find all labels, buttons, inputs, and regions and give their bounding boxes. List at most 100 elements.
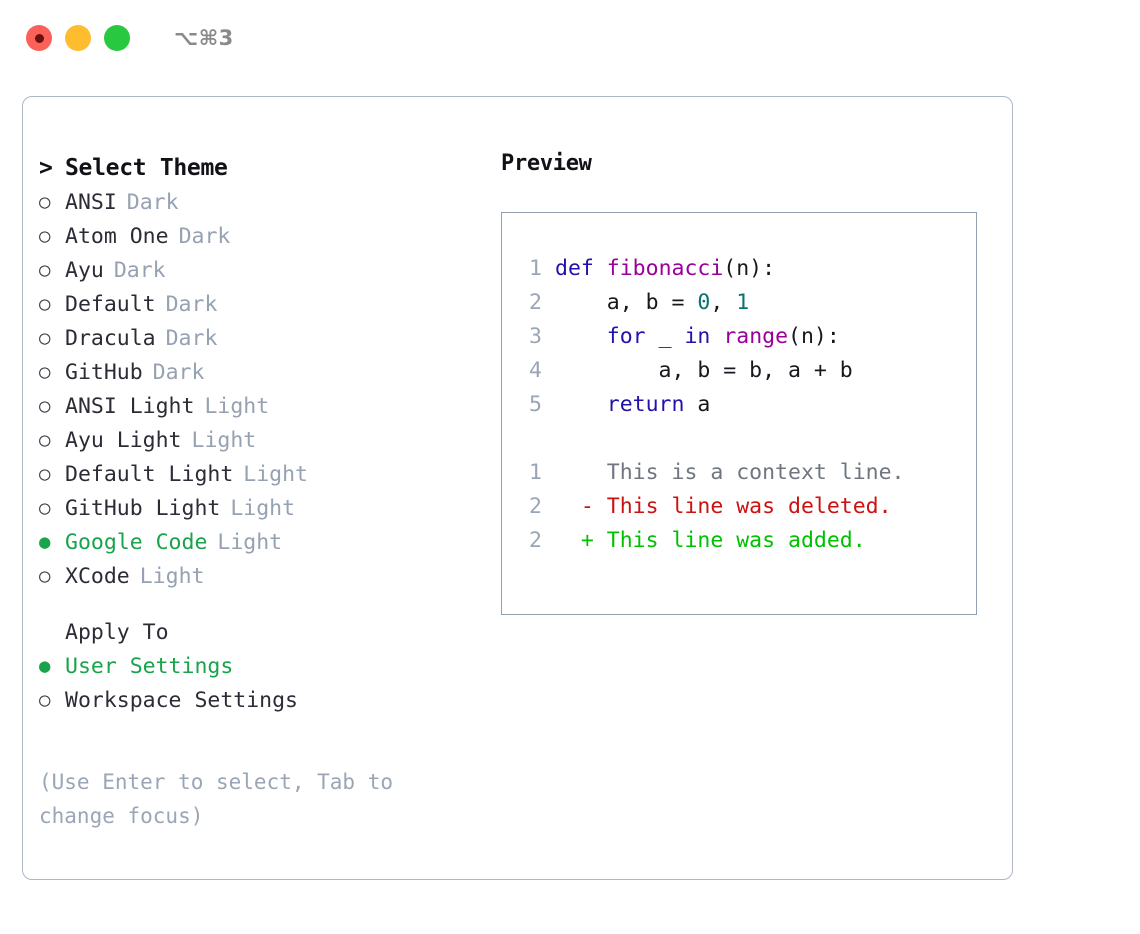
radio-unselected-icon[interactable]: ○ bbox=[39, 224, 51, 247]
theme-option-kind-badge: Dark bbox=[152, 359, 205, 385]
apply-to-option-row[interactable]: ● User Settings bbox=[39, 649, 499, 683]
radio-unselected-icon[interactable]: ○ bbox=[39, 462, 51, 485]
close-window-button[interactable] bbox=[26, 25, 52, 51]
radio-unselected-icon[interactable]: ○ bbox=[39, 564, 51, 587]
theme-option-kind-badge: Dark bbox=[165, 325, 218, 351]
code-token-num: 0 bbox=[697, 289, 711, 315]
radio-unselected-icon[interactable]: ○ bbox=[39, 326, 51, 349]
theme-option-kind-badge: Light bbox=[204, 393, 270, 419]
theme-option-kind-badge: Dark bbox=[178, 223, 231, 249]
theme-option-kind-badge: Light bbox=[230, 495, 296, 521]
theme-option-kind-badge: Light bbox=[217, 529, 283, 555]
keyboard-hint-text: (Use Enter to select, Tab to change focu… bbox=[39, 770, 406, 828]
radio-selected-icon[interactable]: ● bbox=[39, 654, 51, 677]
radio-selected-icon[interactable]: ● bbox=[39, 530, 51, 553]
apply-to-option-name: User Settings bbox=[65, 653, 234, 679]
radio-unselected-icon[interactable]: ○ bbox=[39, 496, 51, 519]
theme-option-name: Default Light bbox=[65, 461, 234, 487]
theme-list-header-label: Select Theme bbox=[65, 155, 228, 181]
code-token-fn: fibonacci bbox=[606, 255, 724, 281]
theme-option-name: Dracula bbox=[65, 325, 156, 351]
code-token-plain: a bbox=[684, 391, 711, 417]
theme-option-kind-badge: Light bbox=[191, 427, 257, 453]
radio-unselected-icon[interactable]: ○ bbox=[39, 258, 51, 281]
code-token-plain bbox=[555, 324, 607, 349]
code-line-number: 3 bbox=[529, 323, 542, 349]
theme-option-name: Google Code bbox=[65, 529, 208, 555]
radio-unselected-icon[interactable]: ○ bbox=[39, 394, 51, 417]
code-token-plain: a, b = bbox=[555, 289, 698, 315]
diff-line-number: 2 bbox=[529, 527, 542, 553]
code-token-plain bbox=[594, 256, 607, 281]
theme-option-row[interactable]: ○ Ayu Dark bbox=[39, 253, 499, 287]
code-token-plain: _ bbox=[645, 323, 685, 349]
code-token-kw: def bbox=[555, 255, 594, 281]
theme-option-kind-badge: Dark bbox=[113, 257, 166, 283]
theme-option-name: Ayu bbox=[65, 257, 104, 283]
code-diff-separator bbox=[512, 421, 970, 455]
window-controls bbox=[26, 25, 130, 51]
theme-option-name: GitHub Light bbox=[65, 495, 221, 521]
code-line-content: return a bbox=[555, 391, 711, 417]
code-line-number: 2 bbox=[529, 289, 542, 315]
code-line: 5 return a bbox=[512, 387, 970, 421]
theme-option-kind-badge: Light bbox=[243, 461, 309, 487]
theme-option-row[interactable]: ○ Dracula Dark bbox=[39, 321, 499, 355]
apply-to-header-bullet-placeholder: ○ bbox=[39, 623, 65, 642]
apply-to-header-label: Apply To bbox=[65, 619, 169, 645]
radio-unselected-icon[interactable]: ○ bbox=[39, 190, 51, 213]
theme-option-row[interactable]: ○ GitHub Dark bbox=[39, 355, 499, 389]
theme-option-name: XCode bbox=[65, 563, 130, 589]
code-token-num: 1 bbox=[736, 289, 750, 315]
code-token-plain: a, b = b, a + b bbox=[555, 357, 853, 383]
code-token-plain bbox=[555, 392, 607, 417]
radio-unselected-icon[interactable]: ○ bbox=[39, 292, 51, 315]
code-token-plain: , bbox=[710, 289, 737, 315]
diff-line-number: 1 bbox=[529, 459, 542, 485]
code-line: 2 a, b = 0, 1 bbox=[512, 285, 970, 319]
theme-option-kind-badge: Light bbox=[139, 563, 205, 589]
theme-option-row[interactable]: ● Google Code Light bbox=[39, 525, 499, 559]
theme-option-row[interactable]: ○ XCode Light bbox=[39, 559, 499, 593]
diff-line-number: 2 bbox=[529, 493, 542, 519]
title-bar: ⌥⌘3 bbox=[0, 0, 1140, 76]
radio-unselected-icon[interactable]: ○ bbox=[39, 360, 51, 383]
theme-option-name: GitHub bbox=[65, 359, 143, 385]
diff-line-content-del: - This line was deleted. bbox=[555, 493, 892, 519]
code-token-kw: return bbox=[606, 391, 685, 417]
code-line-number: 5 bbox=[529, 391, 542, 417]
radio-unselected-icon[interactable]: ○ bbox=[39, 688, 51, 711]
code-line-content: a, b = b, a + b bbox=[555, 358, 853, 383]
section-spacer bbox=[39, 593, 499, 615]
minimize-window-button[interactable] bbox=[65, 25, 91, 51]
code-line-number: 4 bbox=[529, 357, 542, 383]
prompt-caret-icon: > bbox=[39, 155, 53, 181]
diff-line: 2 + This line was added. bbox=[512, 523, 970, 557]
recording-indicator-dot bbox=[34, 33, 44, 43]
theme-option-row[interactable]: ○ Default Light Light bbox=[39, 457, 499, 491]
code-token-fn: range bbox=[723, 323, 789, 349]
theme-list-header: > Select Theme bbox=[39, 151, 499, 185]
code-line: 3 for _ in range(n): bbox=[512, 319, 970, 353]
theme-option-name: Default bbox=[65, 291, 156, 317]
code-token-kw: in bbox=[684, 323, 711, 349]
radio-unselected-icon[interactable]: ○ bbox=[39, 428, 51, 451]
theme-option-row[interactable]: ○ GitHub Light Light bbox=[39, 491, 499, 525]
maximize-window-button[interactable] bbox=[104, 25, 130, 51]
code-token-plain: (n): bbox=[723, 255, 776, 281]
diff-line: 1 This is a context line. bbox=[512, 455, 970, 489]
code-line: 4 a, b = b, a + b bbox=[512, 353, 970, 387]
apply-to-option-row[interactable]: ○Workspace Settings bbox=[39, 683, 499, 717]
apply-to-options: ● User Settings ○Workspace Settings bbox=[39, 649, 499, 717]
